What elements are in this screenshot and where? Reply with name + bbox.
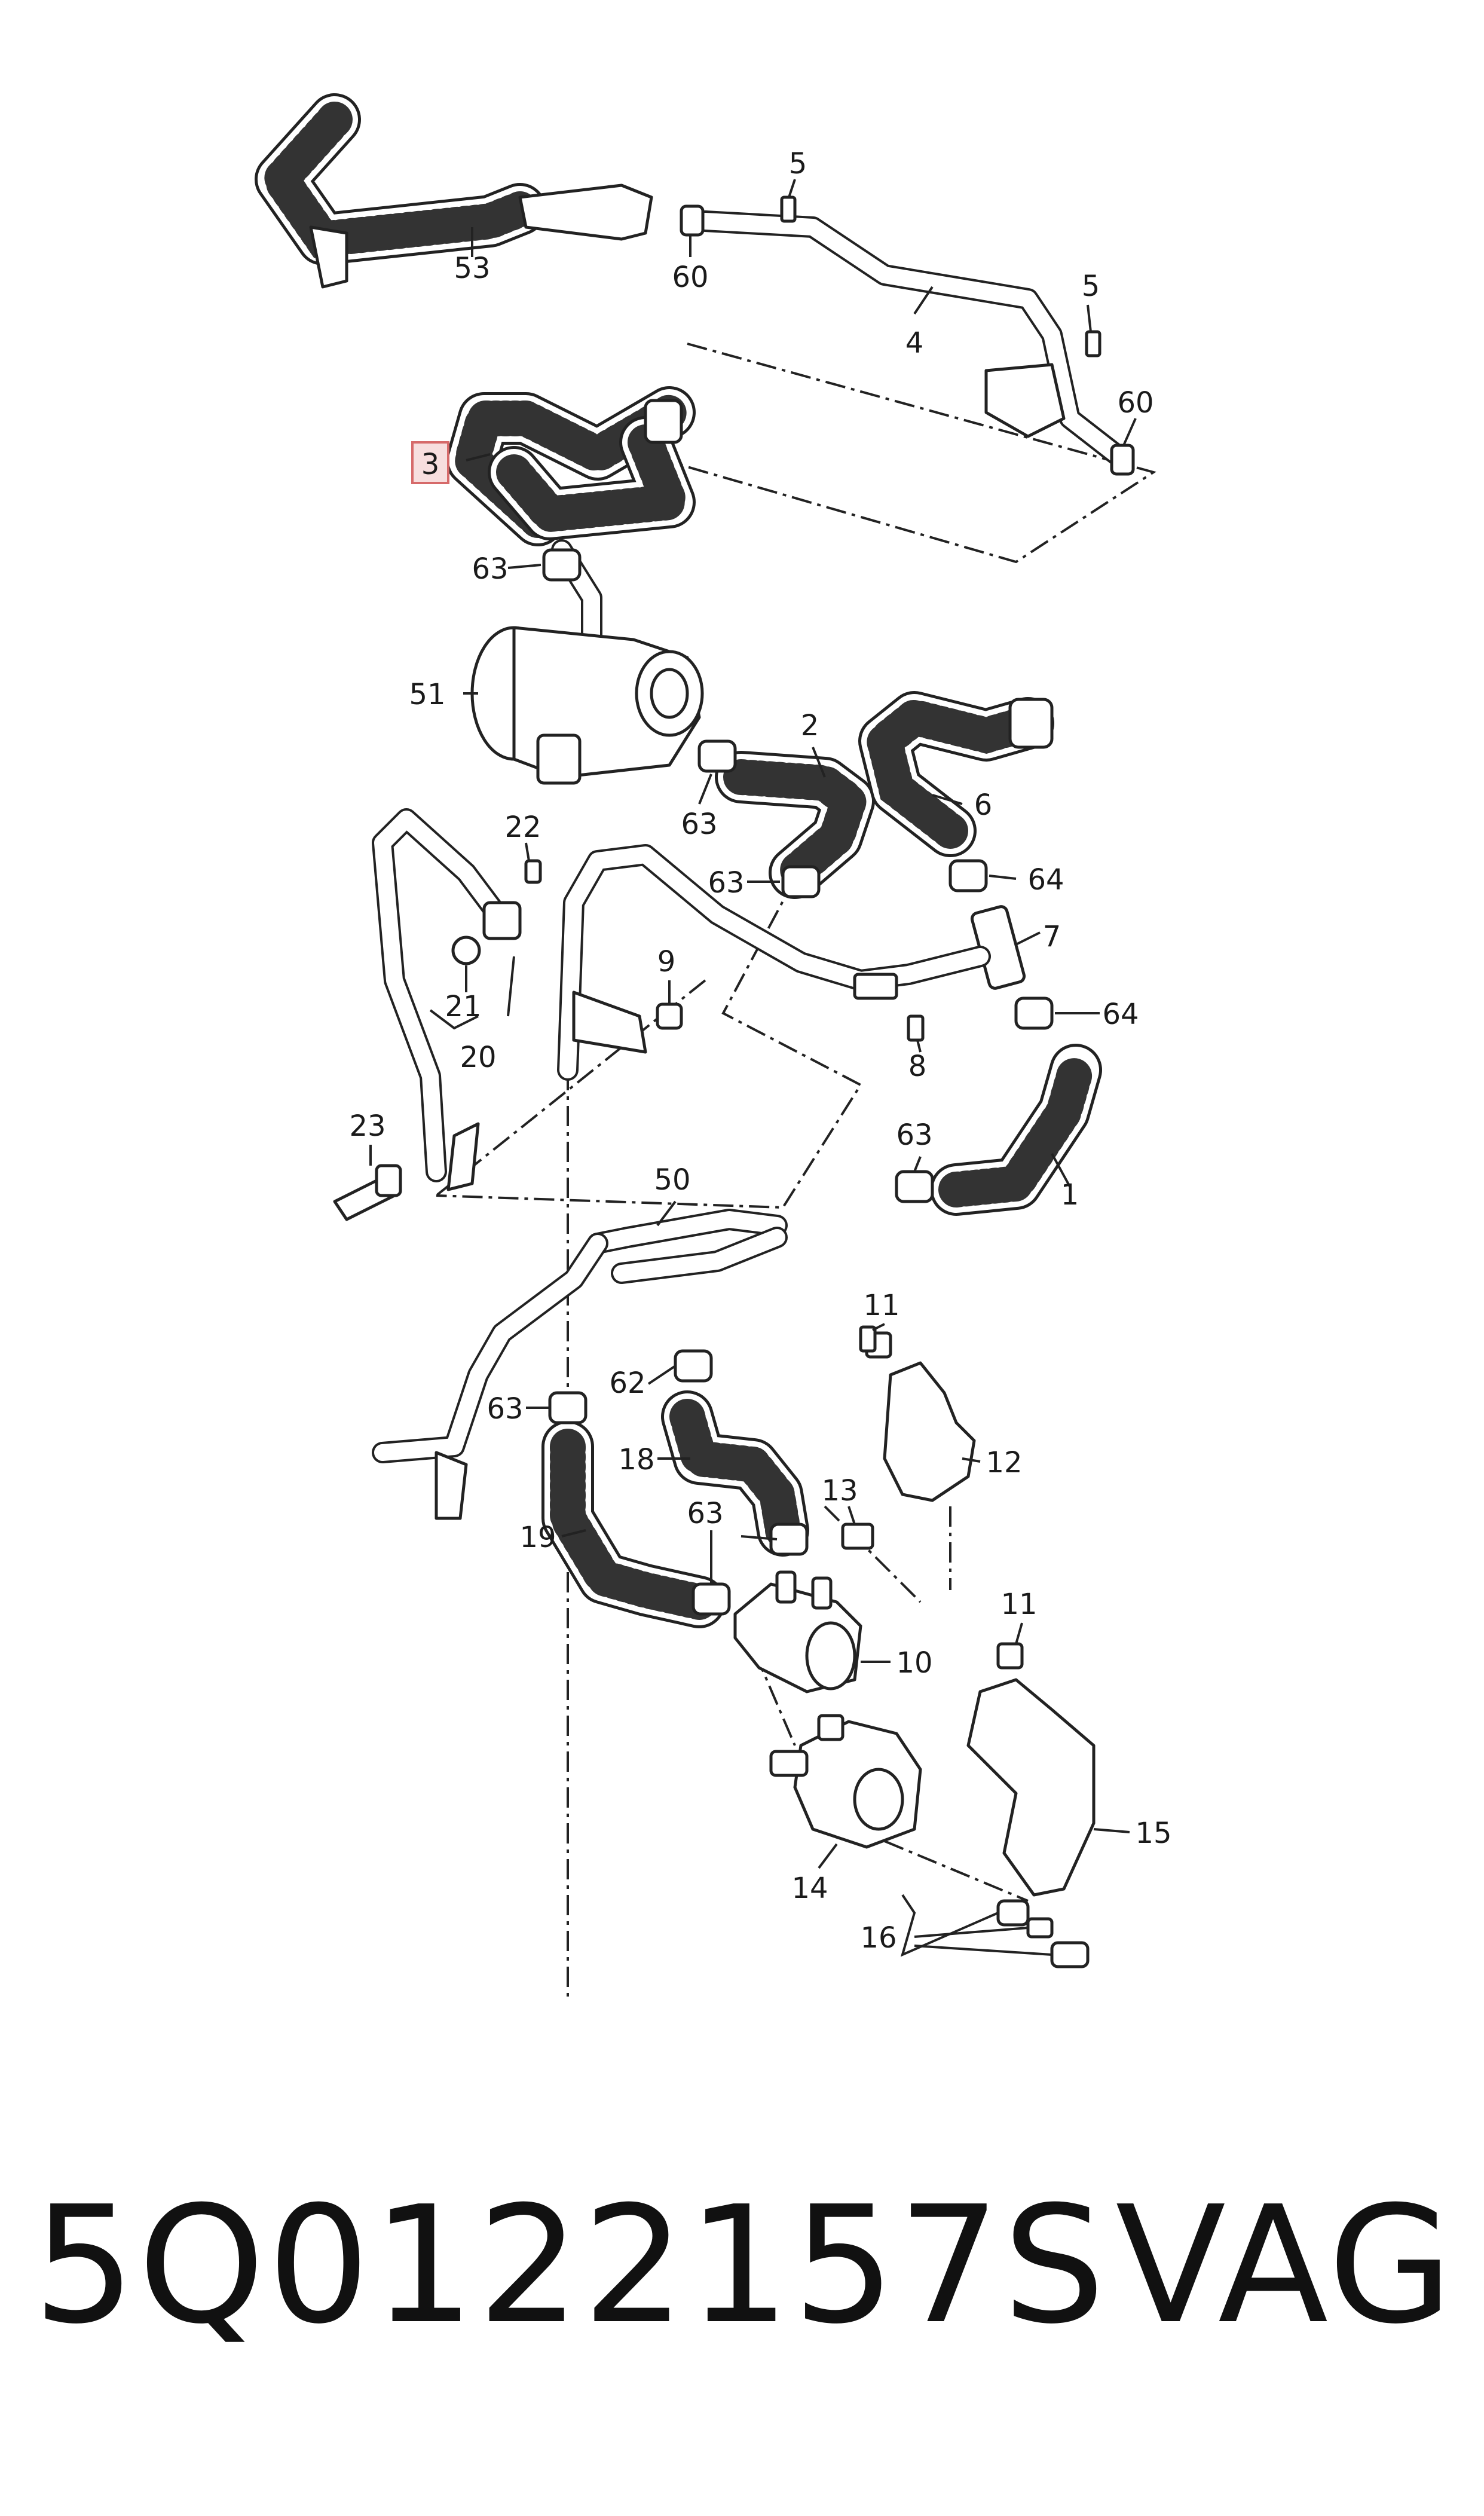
highlight-box-part-3: [411, 441, 449, 484]
part-6-hose: [858, 691, 1054, 990]
callout-60: 60: [1117, 386, 1153, 420]
callout-22: 22: [504, 811, 541, 844]
callout-11: 11: [1000, 1588, 1037, 1621]
part-title-banner: 5Q0122157S VAG: [33, 2176, 1455, 2355]
callout-23: 23: [349, 1109, 385, 1143]
part-10-pump: [733, 1570, 862, 1693]
part-1-hose: [930, 1044, 1102, 1216]
part-number: 5Q0122157S: [33, 2171, 1108, 2359]
part-18-hose: [661, 1390, 809, 1557]
callout-11: 11: [863, 1289, 899, 1322]
callout-10: 10: [896, 1646, 932, 1680]
callout-16: 16: [860, 1921, 896, 1955]
callout-18: 18: [618, 1443, 654, 1476]
callout-50: 50: [654, 1163, 690, 1197]
callout-53: 53: [454, 252, 490, 285]
part-4-pipe: [680, 195, 1135, 476]
callout-15: 15: [1135, 1817, 1171, 1850]
hose-clamps: [542, 548, 1054, 1616]
main-pipe-assembly: [557, 844, 991, 1081]
part-2-hose: [715, 751, 875, 899]
callout-51: 51: [409, 678, 445, 711]
callout-63: 63: [708, 866, 744, 900]
callout-20: 20: [460, 1041, 496, 1074]
callout-12: 12: [986, 1446, 1022, 1479]
part-23-bolt: [333, 1164, 402, 1221]
part-14-pump: [769, 1714, 922, 1849]
callout-63: 63: [687, 1497, 723, 1530]
callout-14: 14: [791, 1872, 828, 1905]
part-50-pipe: [587, 1209, 788, 1284]
brand-name: VAG: [1115, 2171, 1455, 2359]
callout-labels: 53 60 5 4 5 60 3 63 51 2 63 63 6 64 7 64…: [349, 147, 1171, 1955]
callout-63: 63: [896, 1118, 932, 1152]
small-fasteners: [451, 859, 925, 1353]
callout-63: 63: [486, 1392, 523, 1426]
callout-5: 5: [1082, 270, 1100, 303]
callout-5: 5: [789, 147, 807, 181]
callout-21: 21: [445, 990, 481, 1023]
part-53-hose: [255, 93, 653, 289]
callout-64: 64: [1027, 863, 1064, 897]
callout-13: 13: [821, 1474, 858, 1508]
parts-exploded-diagram: 53 60 5 4 5 60 3 63 51 2 63 63 6 64 7 64…: [255, 93, 1172, 2003]
callout-62: 62: [609, 1366, 645, 1400]
lower-left-pipe: [372, 1233, 608, 1520]
callout-7: 7: [1043, 920, 1061, 953]
part-15-bracket: [966, 1642, 1096, 1968]
callout-4: 4: [905, 326, 924, 360]
callout-3: 3: [421, 448, 440, 481]
left-bent-pipe: [372, 808, 522, 1191]
part-3-hose: [446, 386, 696, 546]
callout-60: 60: [672, 261, 708, 294]
callout-63: 63: [681, 808, 717, 841]
callout-63: 63: [472, 552, 508, 586]
part-12-bracket: [841, 1331, 976, 1550]
callout-19: 19: [519, 1521, 556, 1554]
callout-9: 9: [657, 945, 676, 979]
leader-lines: [369, 179, 1137, 1957]
callout-64: 64: [1102, 998, 1139, 1031]
callout-8: 8: [908, 1050, 927, 1083]
callout-1: 1: [1061, 1178, 1079, 1212]
callout-2: 2: [801, 709, 819, 742]
part-19-hose: [541, 1420, 726, 1628]
callout-6: 6: [974, 788, 993, 822]
